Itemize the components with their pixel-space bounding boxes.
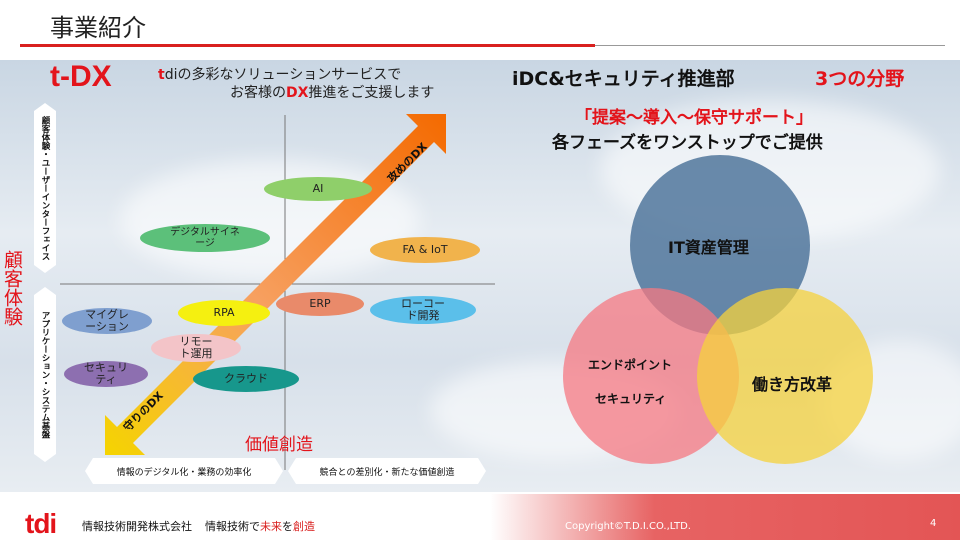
item-security: セキュリティ <box>64 361 148 387</box>
slogan-accent: 創造 <box>293 520 315 533</box>
circle-workstyle <box>697 288 873 464</box>
item-cloud: クラウド <box>193 366 299 392</box>
subtitle-text: お客様の <box>230 85 286 101</box>
tagline-black: 各フェーズをワンストップでご提供 <box>552 133 823 153</box>
label-it-asset: IT資産管理 <box>668 238 749 257</box>
three-fields: 3つの分野 <box>815 68 905 90</box>
x-left-label: 情報のデジタル化・業務の効率化 <box>85 458 283 484</box>
subtitle-brand-letter: t <box>158 67 165 83</box>
x-axis-title: 価値創造 <box>245 435 313 455</box>
dept-title: iDC&セキュリティ推進部 <box>512 68 735 90</box>
slogan: 情報技術で未来を創造 <box>205 518 315 534</box>
item-erp: ERP <box>276 292 364 316</box>
tdx-brand: t-DX <box>50 60 112 93</box>
subtitle-line2: お客様のDX推進をご支援します <box>230 82 434 102</box>
page-number: 4 <box>930 518 937 529</box>
tdi-logo: tdi <box>25 508 57 539</box>
subtitle-dx: DX <box>286 85 309 101</box>
slogan-text: 情報技術で <box>205 520 260 533</box>
item-ai: AI <box>264 177 372 201</box>
tagline-red: 「提案～導入～保守サポート」 <box>575 108 813 128</box>
item-migration: マイグレーション <box>62 308 152 334</box>
y-axis-title: 顧客体験 <box>1 250 23 326</box>
subtitle-text: 推進をご支援します <box>308 85 435 101</box>
slogan-text: を <box>282 520 293 533</box>
label-security: セキュリティ <box>595 392 667 406</box>
label-endpoint: エンドポイント <box>588 358 673 372</box>
title-underline-red <box>20 44 595 47</box>
dx-arrow <box>105 114 446 455</box>
label-workstyle: 働き方改革 <box>752 375 833 394</box>
item-remote: リモート運用 <box>151 334 241 362</box>
page-title: 事業紹介 <box>50 14 146 42</box>
item-rpa: RPA <box>178 300 270 326</box>
item-fa-iot: FA & IoT <box>370 237 480 263</box>
subtitle-text: diの多彩なソリューションサービスで <box>164 67 402 83</box>
footer-gradient <box>490 494 960 540</box>
title-underline-gray <box>595 45 945 46</box>
y-bottom-label: アプリケーション・システム基盤 <box>34 287 56 462</box>
x-right-label: 競合との差別化・新たな価値創造 <box>288 458 486 484</box>
y-top-label: 顧客体験・ユーザーインターフェイス <box>34 103 56 273</box>
item-lowcode: ローコード開発 <box>370 296 476 324</box>
item-digital-signage: デジタルサイネージ <box>140 224 270 252</box>
copyright: Copyright©T.D.I.CO.,LTD. <box>565 521 691 532</box>
slogan-accent: 未来 <box>260 520 282 533</box>
subtitle-line1: tdiの多彩なソリューションサービスで <box>158 64 401 84</box>
company-name: 情報技術開発株式会社 <box>82 520 192 533</box>
